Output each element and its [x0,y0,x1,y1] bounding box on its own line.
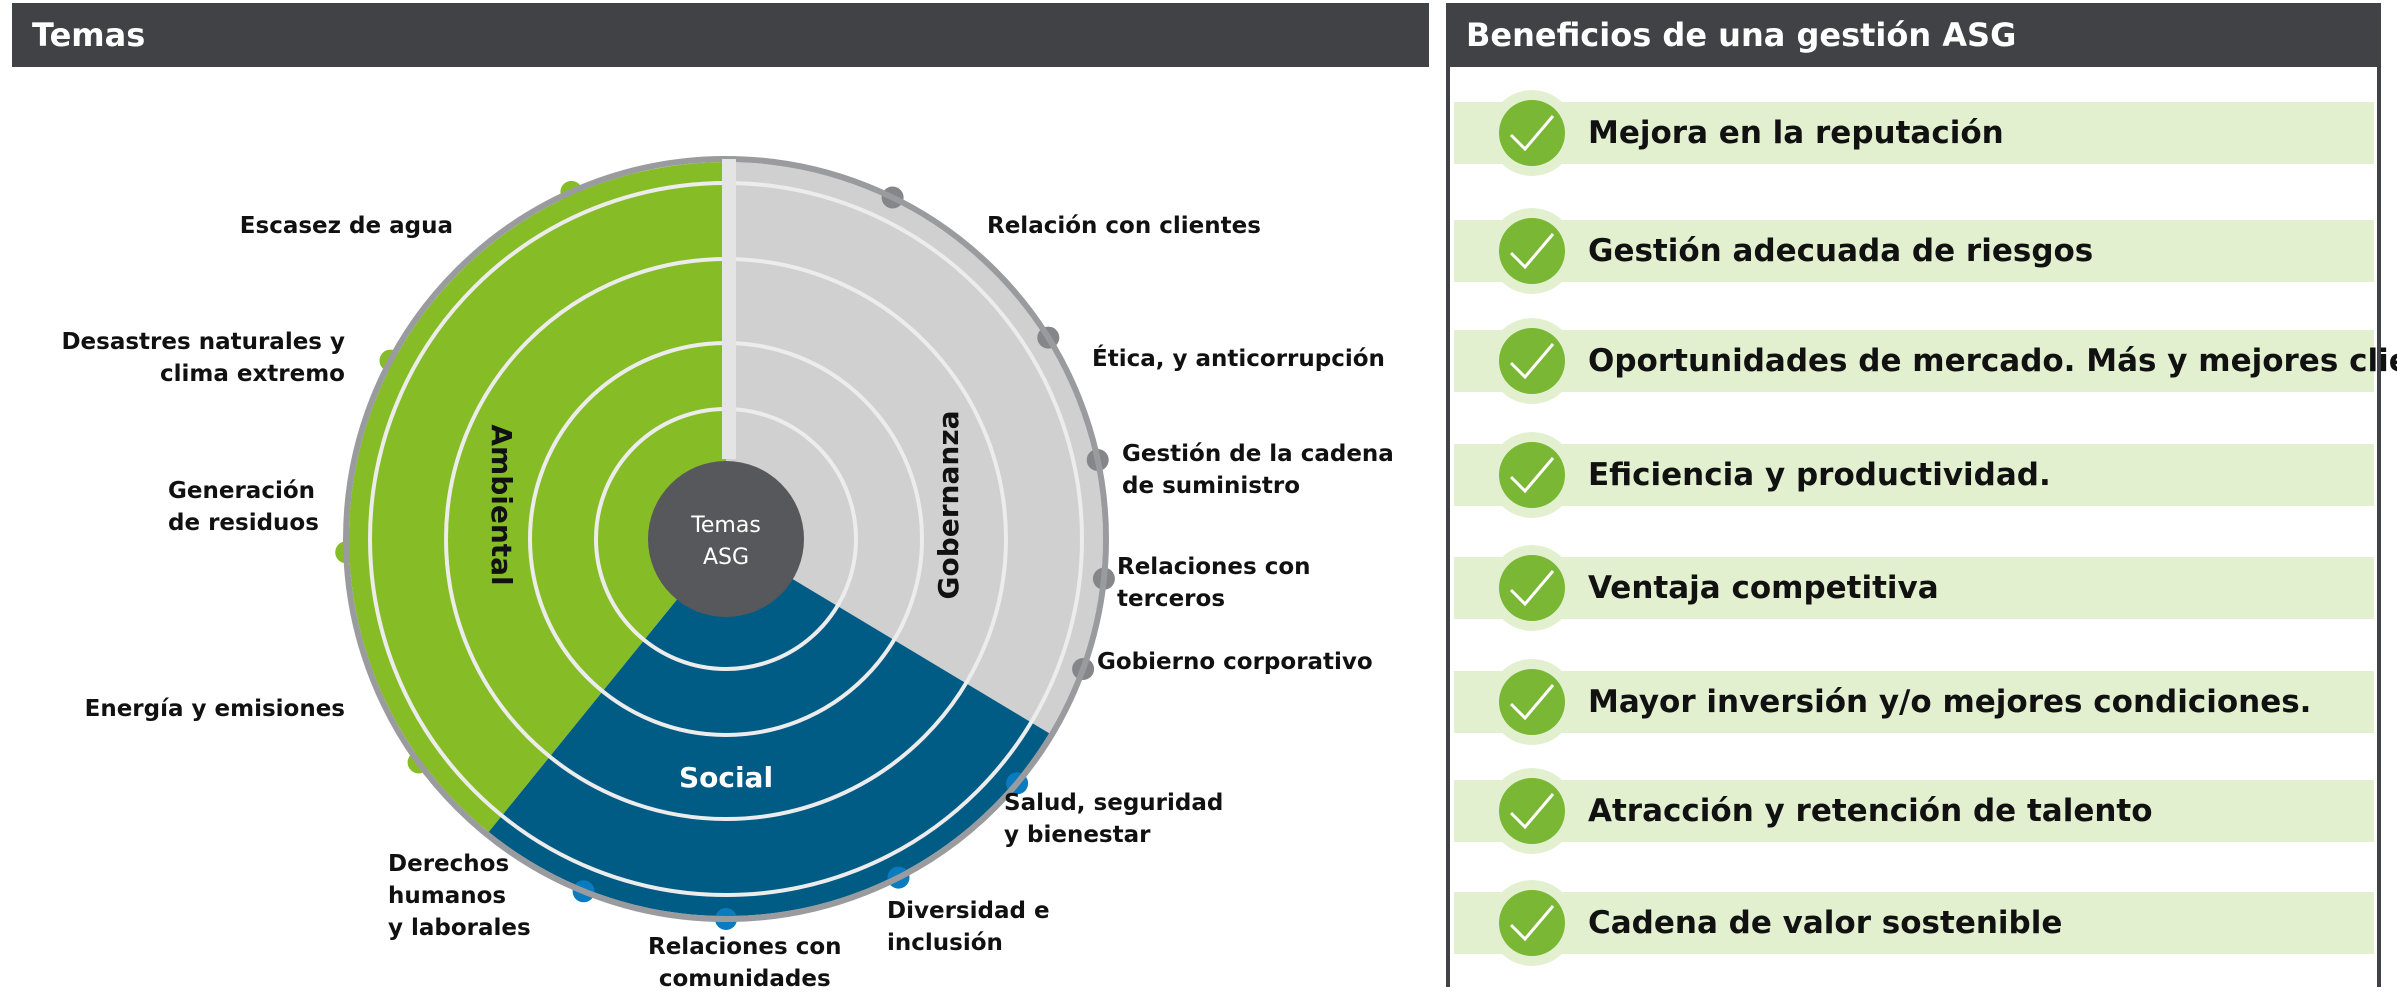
wheel-sectors [348,161,1104,917]
wheel-center-line-1: Temas [690,513,761,538]
benefit-item: Cadena de valor sostenible [1588,905,2063,941]
sector-label-ambiental: Ambiental [485,424,518,585]
topic-line: Relación con clientes [987,213,1261,239]
benefit-band [1454,671,2374,733]
benefit-check [1489,318,1575,404]
benefit-item: Ventaja competitiva [1588,570,1939,606]
topic-relacion-con-clientes: Relación con clientes [987,210,1261,242]
topic-line: Gobierno corporativo [1097,649,1373,675]
topic-line: de suministro [1122,473,1301,499]
topic-line: Gestión de la cadena [1122,441,1394,467]
topic-diversidad-e-inclusion: Diversidad e inclusión [887,895,1050,959]
topic-line: Relaciones con [648,934,842,960]
beneficios-header: Beneficios de una gestión ASG [1446,3,2381,67]
sector-label-social: Social [679,761,773,794]
wheel-center-line-2: ASG [703,545,749,570]
sector-label-gobernanza: Gobernanza [932,410,965,599]
benefit-check [1489,545,1575,631]
check-icon [1509,115,1555,152]
check-icon [1509,457,1555,494]
benefit-check [1489,768,1575,854]
temas-header: Temas [12,3,1429,67]
check-icon [1509,233,1555,270]
beneficios-panel-frame [1446,3,2381,987]
topic-line: humanos [388,883,507,909]
topic-relaciones-con-comunidades: Relaciones con comunidades [648,931,842,995]
topic-line: comunidades [658,966,831,992]
topic-line: Salud, seguridad [1004,790,1224,816]
topic-line: Escasez de agua [239,213,453,239]
topic-line: de residuos [168,510,319,536]
benefit-item: Oportunidades de mercado. Más y mejores … [1588,343,2397,379]
sector-gobernanza [726,161,1104,734]
sector-social [488,539,1050,917]
beneficios-title: Beneficios de una gestión ASG [1466,16,2017,54]
topic-line: clima extremo [159,361,345,387]
benefit-check [1489,208,1575,294]
topic-line: Relaciones con [1117,554,1311,580]
topic-derechos-humanos: Derechos humanos y laborales [388,848,531,944]
topic-desastres-naturales: Desastres naturales y clima extremo [61,326,345,390]
topic-energia-y-emisiones: Energía y emisiones [85,693,345,725]
topic-salud-seguridad: Salud, seguridad y bienestar [1004,787,1223,851]
benefit-check [1489,432,1575,518]
check-icon [1509,570,1555,607]
topic-line: inclusión [887,930,1003,956]
topic-etica-anticorrupcion: Ética, y anticorrupción [1092,343,1385,375]
check-icon [1509,905,1555,942]
benefit-band [1454,330,2374,392]
benefit-item: Atracción y retención de talento [1588,793,2153,829]
topic-line: Generación [168,478,316,504]
topic-line: y bienestar [1004,822,1151,848]
benefit-check [1489,659,1575,745]
topic-relaciones-con-terceros: Relaciones con terceros [1117,551,1311,615]
check-icon [1509,343,1555,380]
benefit-band [1454,892,2374,954]
benefit-check [1489,90,1575,176]
topic-cadena-de-suministro: Gestión de la cadena de suministro [1122,438,1394,502]
benefit-band [1454,557,2374,619]
benefit-band [1454,220,2374,282]
topic-gobierno-corporativo: Gobierno corporativo [1097,646,1373,678]
benefit-band [1454,444,2374,506]
sector-ambiental [348,161,726,833]
check-icon [1509,793,1555,830]
topic-generacion-de-residuos: Generación de residuos [168,475,319,539]
wheel-divider [722,159,736,459]
topic-line: Ética, y anticorrupción [1092,346,1385,372]
topic-line: terceros [1117,586,1226,612]
benefit-item: Eficiencia y productividad. [1588,457,2051,493]
topic-line: Diversidad e [887,898,1050,924]
benefit-item: Gestión adecuada de riesgos [1588,233,2094,269]
benefit-check [1489,880,1575,966]
temas-title: Temas [32,16,146,54]
benefit-item: Mayor inversión y/o mejores condiciones. [1588,684,2312,720]
topic-line: Derechos [388,851,510,877]
benefit-item: Mejora en la reputación [1588,115,2004,151]
asg-wheel-diagram: Temas ASG Ambiental Gobernanza Social [335,156,1115,930]
benefit-band [1454,780,2374,842]
benefit-band [1454,102,2374,164]
wheel-center [648,461,804,617]
check-icon [1509,684,1555,721]
topic-line: Energía y emisiones [84,696,345,722]
topic-escasez-de-agua: Escasez de agua [240,210,453,242]
topic-line: Desastres naturales y [61,329,345,355]
topic-line: y laborales [388,915,531,941]
